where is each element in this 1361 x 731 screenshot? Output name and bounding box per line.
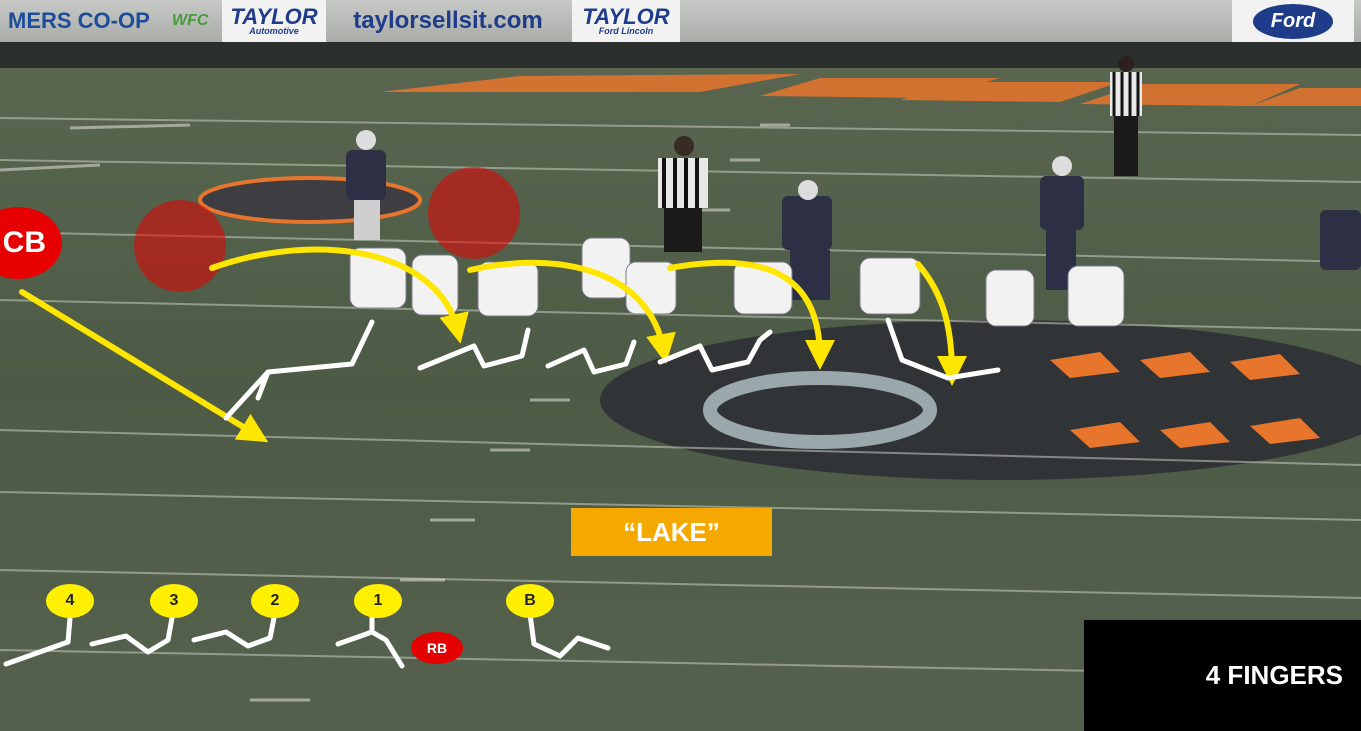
rb-badge: RB <box>411 632 463 664</box>
taylor-automotive-logo: TAYLOR Automotive <box>222 0 326 42</box>
coop-text: MERS CO-OP <box>8 8 150 34</box>
ford-oval-logo: Ford <box>1253 4 1333 39</box>
hand-signal-label: 4 FINGERS <box>1084 620 1361 731</box>
taylor-logo-text: TAYLOR <box>230 7 317 27</box>
receiver-badge-4: 4 <box>46 584 94 618</box>
defender-highlight-right <box>428 167 520 259</box>
receiver-badge-1: 1 <box>354 584 402 618</box>
coop-ad: MERS CO-OP <box>0 0 172 42</box>
field-seal <box>200 178 420 222</box>
taylor-ford-logo-subtext: Ford Lincoln <box>599 27 654 35</box>
wfc-logo: WFC <box>172 0 220 42</box>
referee-deep <box>1110 56 1142 176</box>
url-text: taylorsellsit.com <box>353 7 542 35</box>
ford-ad: Ford <box>1232 0 1354 42</box>
back-badge: B <box>506 584 554 618</box>
play-call-label: “LAKE” <box>571 508 772 556</box>
defender-highlight-left <box>134 200 226 292</box>
taylor-ford-logo: TAYLOR Ford Lincoln <box>572 0 680 42</box>
url-ad: taylorsellsit.com <box>328 0 568 42</box>
wfc-text: WFC <box>172 12 208 30</box>
receiver-badge-2: 2 <box>251 584 299 618</box>
receiver-badge-3: 3 <box>150 584 198 618</box>
stadium-wall <box>0 40 1361 68</box>
taylor-logo-subtext: Automotive <box>249 27 299 35</box>
taylor-ford-logo-text: TAYLOR <box>582 7 669 27</box>
